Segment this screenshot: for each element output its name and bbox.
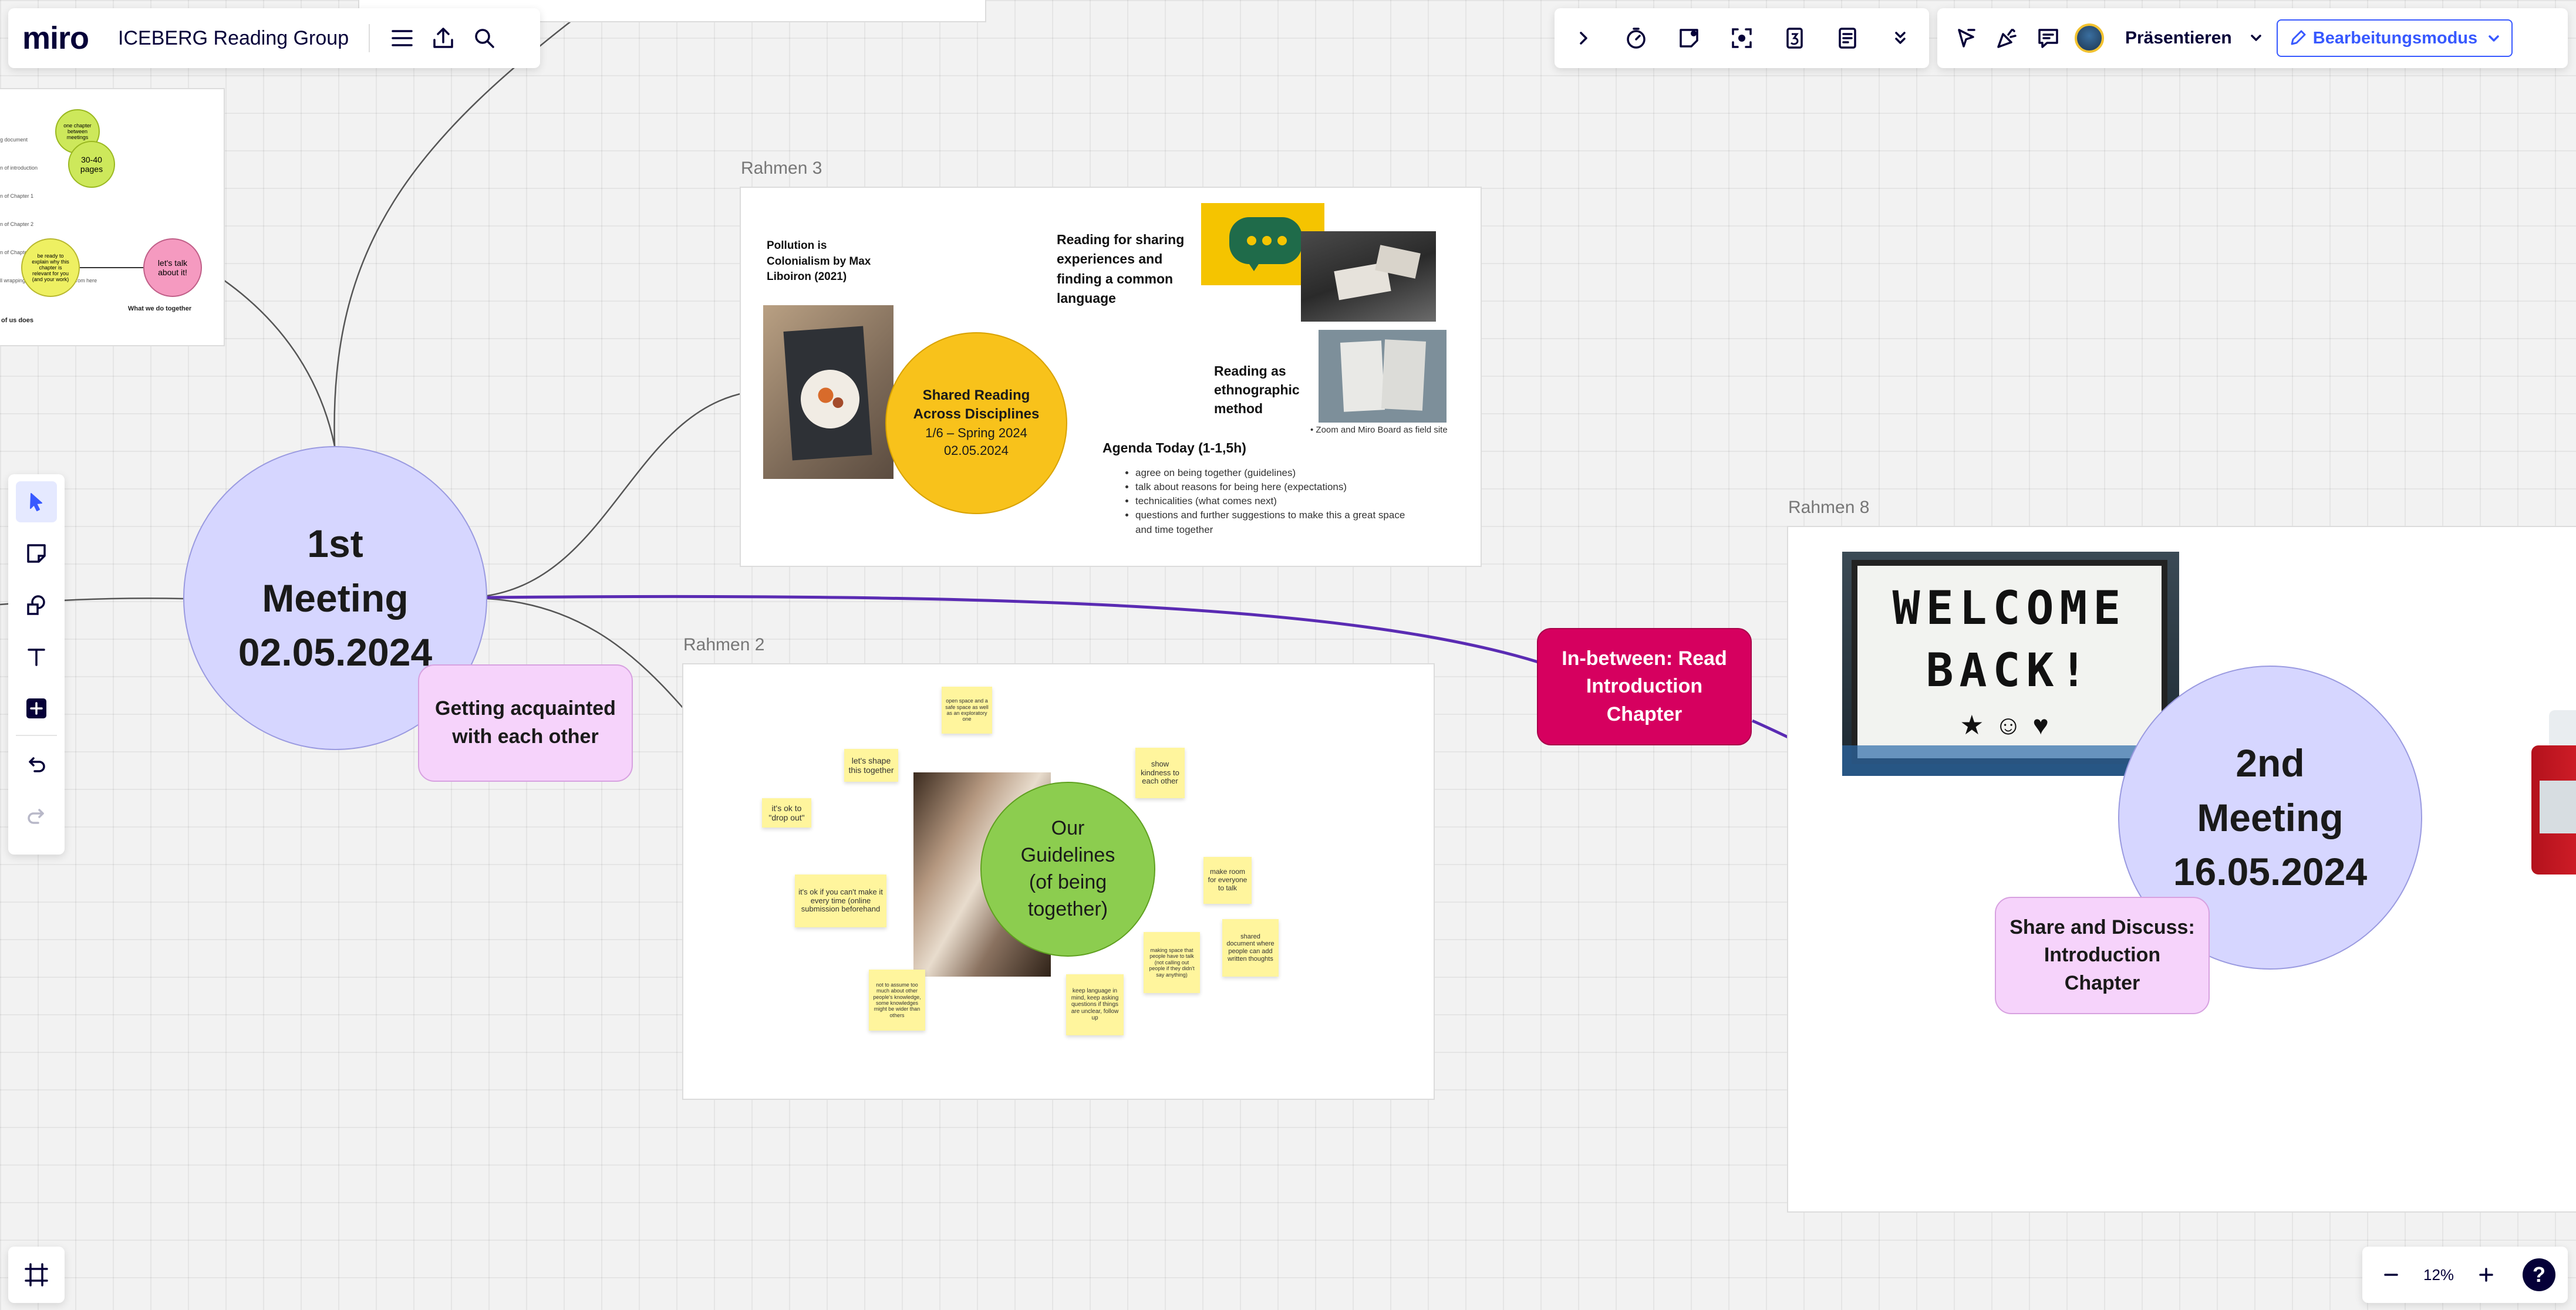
shared-reading-circle[interactable]: Shared Reading Across Disciplines 1/6 – … — [885, 332, 1067, 514]
frame-left-partial[interactable]: g document n of introduction n of Chapte… — [0, 88, 225, 346]
avatar[interactable] — [2069, 18, 2110, 59]
celebrate-icon[interactable] — [1987, 18, 2028, 59]
timer-icon[interactable] — [1616, 18, 1657, 59]
agenda-list: agree on being together (guidelines) tal… — [1120, 466, 1411, 537]
board-tools-toolbar — [1555, 8, 1929, 68]
welcome-line1: WELCOME — [1892, 582, 2127, 635]
meeting1-title: 1st Meeting 02.05.2024 — [238, 522, 433, 674]
frames-icon — [25, 1263, 48, 1287]
sticky-drop-out[interactable]: it's ok to "drop out" — [762, 798, 811, 828]
collab-toolbar: Präsentieren Bearbeitungsmodus — [1937, 8, 2568, 68]
help-icon[interactable]: ? — [2518, 1254, 2560, 1295]
agenda-title: Agenda Today (1-1,5h) — [1102, 440, 1246, 455]
bubble-lets-talk: let's talk about it! — [143, 238, 202, 297]
board-header: miro ICEBERG Reading Group — [8, 8, 540, 68]
sticky-show-kindness[interactable]: show kindness to each other — [1135, 748, 1185, 798]
board-title[interactable]: ICEBERG Reading Group — [118, 26, 349, 49]
pencil-icon — [2291, 30, 2306, 45]
zoom-in-icon[interactable] — [2466, 1254, 2507, 1295]
red-appliance-image — [2514, 710, 2576, 886]
in-between-card[interactable]: In-between: Read Introduction Chapter — [1537, 628, 1752, 745]
focus-frame-icon[interactable] — [1721, 18, 1762, 59]
present-label: Präsentieren — [2125, 28, 2232, 48]
book-image — [763, 305, 893, 479]
left-frame-caption2: of us does — [1, 317, 34, 324]
shared-reading-title: Shared Reading Across Disciplines — [913, 387, 1040, 423]
left-frame-lines — [80, 267, 143, 268]
welcome-line2: BACK! — [1926, 644, 2093, 697]
open-book-photo — [1319, 330, 1447, 423]
search-icon[interactable] — [464, 18, 505, 59]
zoom-controls: 12% ? — [2362, 1247, 2568, 1303]
frame-rahmen3[interactable]: Pollution is Colonialism by Max Liboiron… — [740, 187, 1482, 567]
frame-label-rahmen2[interactable]: Rahmen 2 — [683, 635, 765, 654]
export-icon[interactable] — [423, 18, 464, 59]
zoom-out-icon[interactable] — [2371, 1254, 2412, 1295]
bubble-pages: 30-40 pages — [68, 141, 115, 188]
meeting2-title: 2nd Meeting 16.05.2024 — [2173, 741, 2368, 894]
menu-icon[interactable] — [382, 18, 423, 59]
sticky-open-space[interactable]: open space and a safe space as well as a… — [942, 687, 992, 734]
zoom-level[interactable]: 12% — [2423, 1265, 2454, 1284]
chevron-right-icon[interactable] — [1563, 18, 1604, 59]
comment-icon[interactable] — [2028, 18, 2069, 59]
edit-mode-label: Bearbeitungsmodus — [2312, 28, 2478, 48]
left-frame-caption: What we do together — [128, 305, 192, 312]
reading-ethno-text: Reading as ethnographic method — [1214, 363, 1300, 417]
sticky-making-space[interactable]: making space that people have to talk (n… — [1144, 932, 1200, 993]
sticky-note-icon[interactable] — [16, 533, 57, 574]
miro-logo[interactable]: miro — [22, 21, 89, 56]
guidelines-title: Our Guidelines (of being together) — [1020, 817, 1115, 920]
sticky-shared-doc[interactable]: shared document where people can add wri… — [1222, 919, 1279, 977]
cursor-flag-icon[interactable] — [1946, 18, 1987, 59]
edit-mode-chevron-icon — [2489, 35, 2499, 42]
frame-label-rahmen3[interactable]: Rahmen 3 — [741, 158, 822, 178]
people-reading-photo — [1301, 231, 1436, 322]
sticky-keep-language[interactable]: keep language in mind, keep asking quest… — [1066, 974, 1124, 1035]
frames-panel-button[interactable] — [8, 1247, 65, 1303]
sticky-note-add-icon[interactable] — [1668, 18, 1710, 59]
guidelines-circle[interactable]: Our Guidelines (of being together) — [980, 782, 1155, 957]
countdown-icon[interactable] — [1774, 18, 1815, 59]
left-creation-toolbar — [8, 474, 65, 855]
shared-reading-sub: 1/6 – Spring 2024 02.05.2024 — [925, 425, 1027, 458]
text-tool-icon[interactable] — [16, 636, 57, 677]
zoom-note: • Zoom and Miro Board as field site — [1310, 425, 1448, 435]
add-more-icon[interactable] — [16, 688, 57, 729]
select-cursor-icon[interactable] — [16, 481, 57, 522]
sticky-not-assume[interactable]: not to assume too much about other peopl… — [869, 970, 925, 1031]
present-dropdown-chevron-icon[interactable] — [2241, 18, 2271, 59]
shapes-icon[interactable] — [16, 585, 57, 626]
reading-sharing-text: Reading for sharing experiences and find… — [1057, 232, 1185, 306]
frame-label-rahmen8[interactable]: Rahmen 8 — [1788, 498, 1870, 517]
meeting2-note[interactable]: Share and Discuss: Introduction Chapter — [1995, 897, 2210, 1014]
sticky-shape-together[interactable]: let's shape this together — [844, 749, 898, 782]
edit-mode-button[interactable]: Bearbeitungsmodus — [2276, 19, 2513, 57]
sticky-cant-make-it[interactable]: it's ok if you can't make it every time … — [795, 875, 886, 927]
redo-icon[interactable] — [16, 796, 57, 837]
chevrons-down-icon[interactable] — [1880, 18, 1921, 59]
meeting1-note[interactable]: Getting acquainted with each other — [418, 664, 633, 782]
frame-rahmen2[interactable]: Our Guidelines (of being together) open … — [682, 663, 1435, 1100]
bubble-be-ready: be ready to explain why this chapter is … — [21, 238, 80, 297]
notes-icon[interactable] — [1827, 18, 1868, 59]
sticky-make-room[interactable]: make room for everyone to talk — [1203, 857, 1252, 904]
present-button[interactable]: Präsentieren — [2116, 18, 2241, 59]
undo-icon[interactable] — [16, 744, 57, 785]
welcome-back-photo: WELCOME BACK! ★☺♥ — [1842, 552, 2179, 776]
book-title: Pollution is Colonialism by Max Liboiron… — [767, 239, 871, 283]
welcome-symbols: ★☺♥ — [1960, 710, 2059, 740]
